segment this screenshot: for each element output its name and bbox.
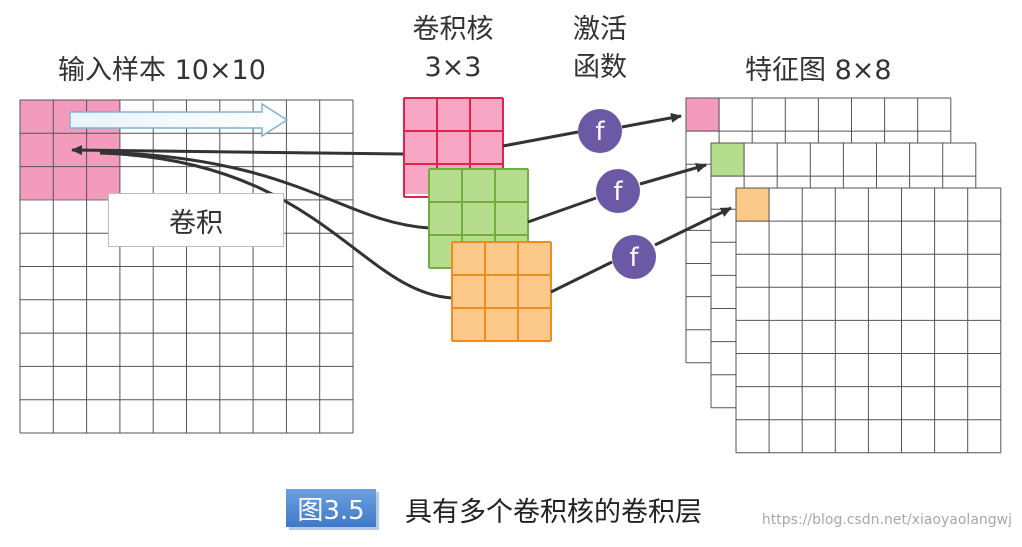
- connector-kernel-1-to-input: [71, 145, 405, 156]
- connector-activation-2-to-feature-map-2: [639, 162, 707, 186]
- input-sample-title: 输入样本 10×10: [58, 55, 266, 86]
- activation-symbol-2: f: [613, 177, 623, 207]
- convolution-label-box: 卷积: [108, 193, 284, 247]
- activation-title-line2: 函数: [573, 52, 627, 83]
- activation-symbol-1: f: [595, 117, 605, 147]
- feature-map-3: [735, 187, 1002, 454]
- connector-kernel-3-to-activation: [550, 260, 613, 294]
- activation-symbol-3: f: [629, 243, 639, 273]
- connector-activation-1-to-feature-map-1: [621, 112, 682, 129]
- activation-node-3: f: [612, 235, 656, 279]
- convolution-label: 卷积: [169, 207, 223, 239]
- connector-kernel-2-to-activation: [527, 196, 597, 224]
- connector-kernel-2-to-input: [99, 150, 430, 230]
- feature-map-2-cell-highlight: [710, 142, 745, 177]
- figure-number-badge: 图3.5: [286, 489, 376, 527]
- activation-node-2: f: [596, 169, 640, 213]
- kernel-size-label: 3×3: [424, 52, 482, 83]
- feature-map-1-cell-highlight: [685, 97, 720, 132]
- activation-title-line1: 激活: [573, 14, 627, 45]
- source-watermark: https://blog.csdn.net/xiaoyaolangwj: [761, 512, 1012, 528]
- connector-kernel-1-to-activation: [502, 130, 579, 148]
- kernel-title: 卷积核: [412, 14, 494, 45]
- kernel-3-grid-lines: [451, 241, 552, 342]
- activation-node-1: f: [578, 109, 622, 153]
- feature-map-title: 特征图 8×8: [745, 55, 892, 86]
- connector-kernel-3-to-input: [99, 151, 453, 300]
- figure-caption: 具有多个卷积核的卷积层: [405, 497, 702, 528]
- slide-direction-arrow: [69, 102, 289, 138]
- figure-number: 图3.5: [297, 495, 365, 526]
- feature-map-3-grid-lines: [735, 187, 1002, 454]
- connector-activation-3-to-feature-map-3: [654, 206, 732, 247]
- feature-map-3-cell-highlight: [735, 187, 770, 222]
- kernel-3: [451, 241, 552, 342]
